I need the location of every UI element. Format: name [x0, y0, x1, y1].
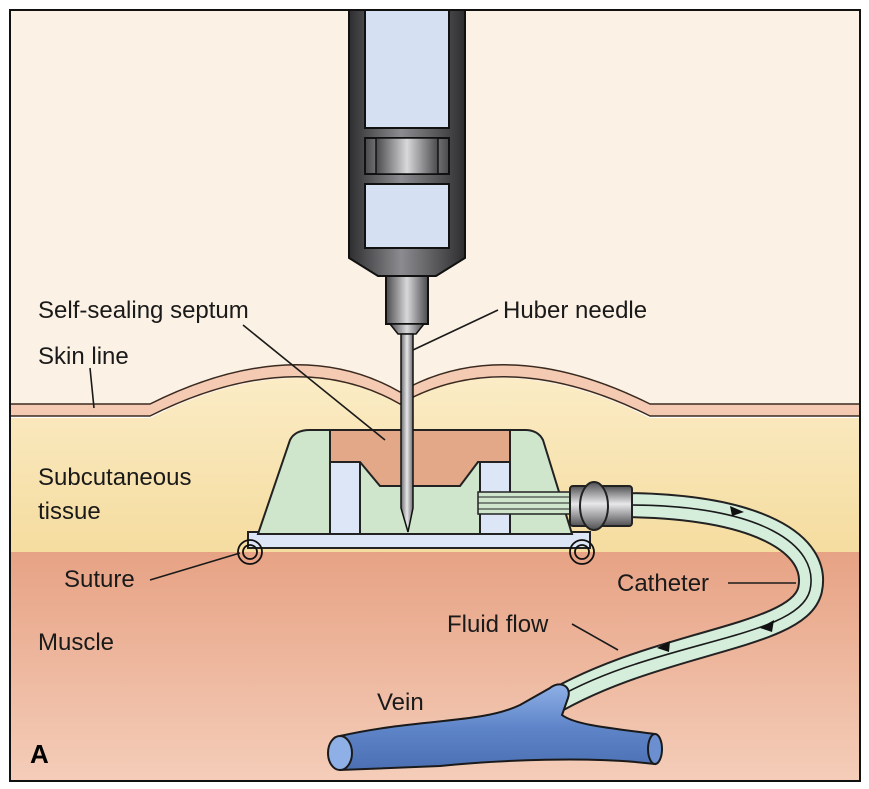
- label-self-sealing-septum: Self-sealing septum: [38, 297, 249, 324]
- catheter-connector: [569, 481, 633, 531]
- syringe: [348, 9, 466, 533]
- leader-fluid-flow: [571, 623, 619, 651]
- port-outlet: [477, 491, 573, 515]
- label-muscle: Muscle: [38, 629, 114, 656]
- label-huber-needle: Huber needle: [503, 297, 647, 324]
- vein: [327, 683, 663, 772]
- leader-suture: [149, 552, 241, 581]
- fluid-flow-line: [547, 504, 812, 704]
- suture-right: [569, 539, 595, 565]
- figure-frame: [9, 9, 861, 782]
- self-sealing-septum: [329, 429, 511, 487]
- label-catheter: Catheter: [617, 570, 709, 597]
- leader-skin-line: [89, 367, 95, 409]
- suture-left: [237, 539, 263, 565]
- leader-septum: [242, 324, 386, 441]
- labels: Self-sealing septum Huber needle Skin li…: [30, 297, 709, 769]
- label-fluid-flow: Fluid flow: [447, 611, 549, 638]
- implanted-port: [237, 429, 595, 565]
- catheter: [527, 492, 825, 723]
- label-subcutaneous: Subcutaneous: [38, 464, 191, 491]
- leader-lines: [89, 309, 796, 651]
- huber-needle-shaft: [400, 333, 414, 533]
- panel-label: A: [30, 739, 49, 769]
- label-tissue: tissue: [38, 498, 101, 525]
- leader-huber-needle: [412, 309, 499, 351]
- syringe-window-top: [364, 9, 450, 129]
- label-vein: Vein: [377, 689, 424, 716]
- label-suture: Suture: [64, 566, 135, 593]
- label-skin-line: Skin line: [38, 343, 129, 370]
- syringe-window-bottom: [364, 183, 450, 249]
- needle-hub: [385, 275, 429, 325]
